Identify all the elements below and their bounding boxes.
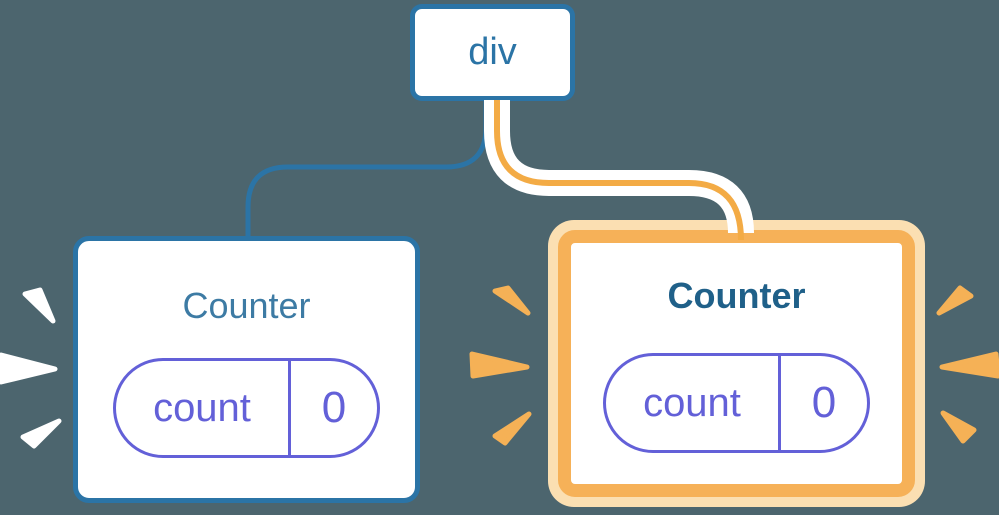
node-counter-left: Counter count 0	[73, 236, 420, 503]
edge-div-to-right-counter	[494, 100, 744, 241]
state-pill-right-value: 0	[811, 378, 837, 427]
state-pill-left: count 0	[113, 358, 380, 458]
spark-white-top-icon	[22, 287, 56, 324]
spark-orange-left-top-icon	[492, 285, 531, 316]
state-pill-left-key: count	[116, 361, 291, 455]
spark-orange-right-middle-icon	[939, 351, 999, 379]
spark-orange-left-middle-icon	[469, 351, 530, 379]
spark-orange-right-bottom-icon	[940, 410, 977, 444]
spark-orange-left-bottom-icon	[492, 411, 532, 446]
counter-left-title: Counter	[182, 285, 311, 326]
counter-right-title: Counter	[667, 275, 806, 316]
node-counter-right: Counter count 0	[558, 230, 915, 497]
node-div-label: div	[468, 31, 517, 73]
state-pill-left-value: 0	[321, 383, 347, 432]
node-div: div	[410, 4, 575, 101]
node-counter-right-highlight-ring: Counter count 0	[548, 220, 925, 507]
edge-div-to-left-counter	[245, 100, 489, 240]
spark-orange-right-top-icon	[936, 285, 974, 316]
state-pill-right: count 0	[603, 353, 870, 453]
spark-white-bottom-icon	[20, 418, 62, 449]
edge-div-to-right-counter-casing	[484, 100, 754, 234]
spark-white-middle-icon	[0, 352, 58, 385]
state-pill-right-key: count	[606, 356, 781, 450]
